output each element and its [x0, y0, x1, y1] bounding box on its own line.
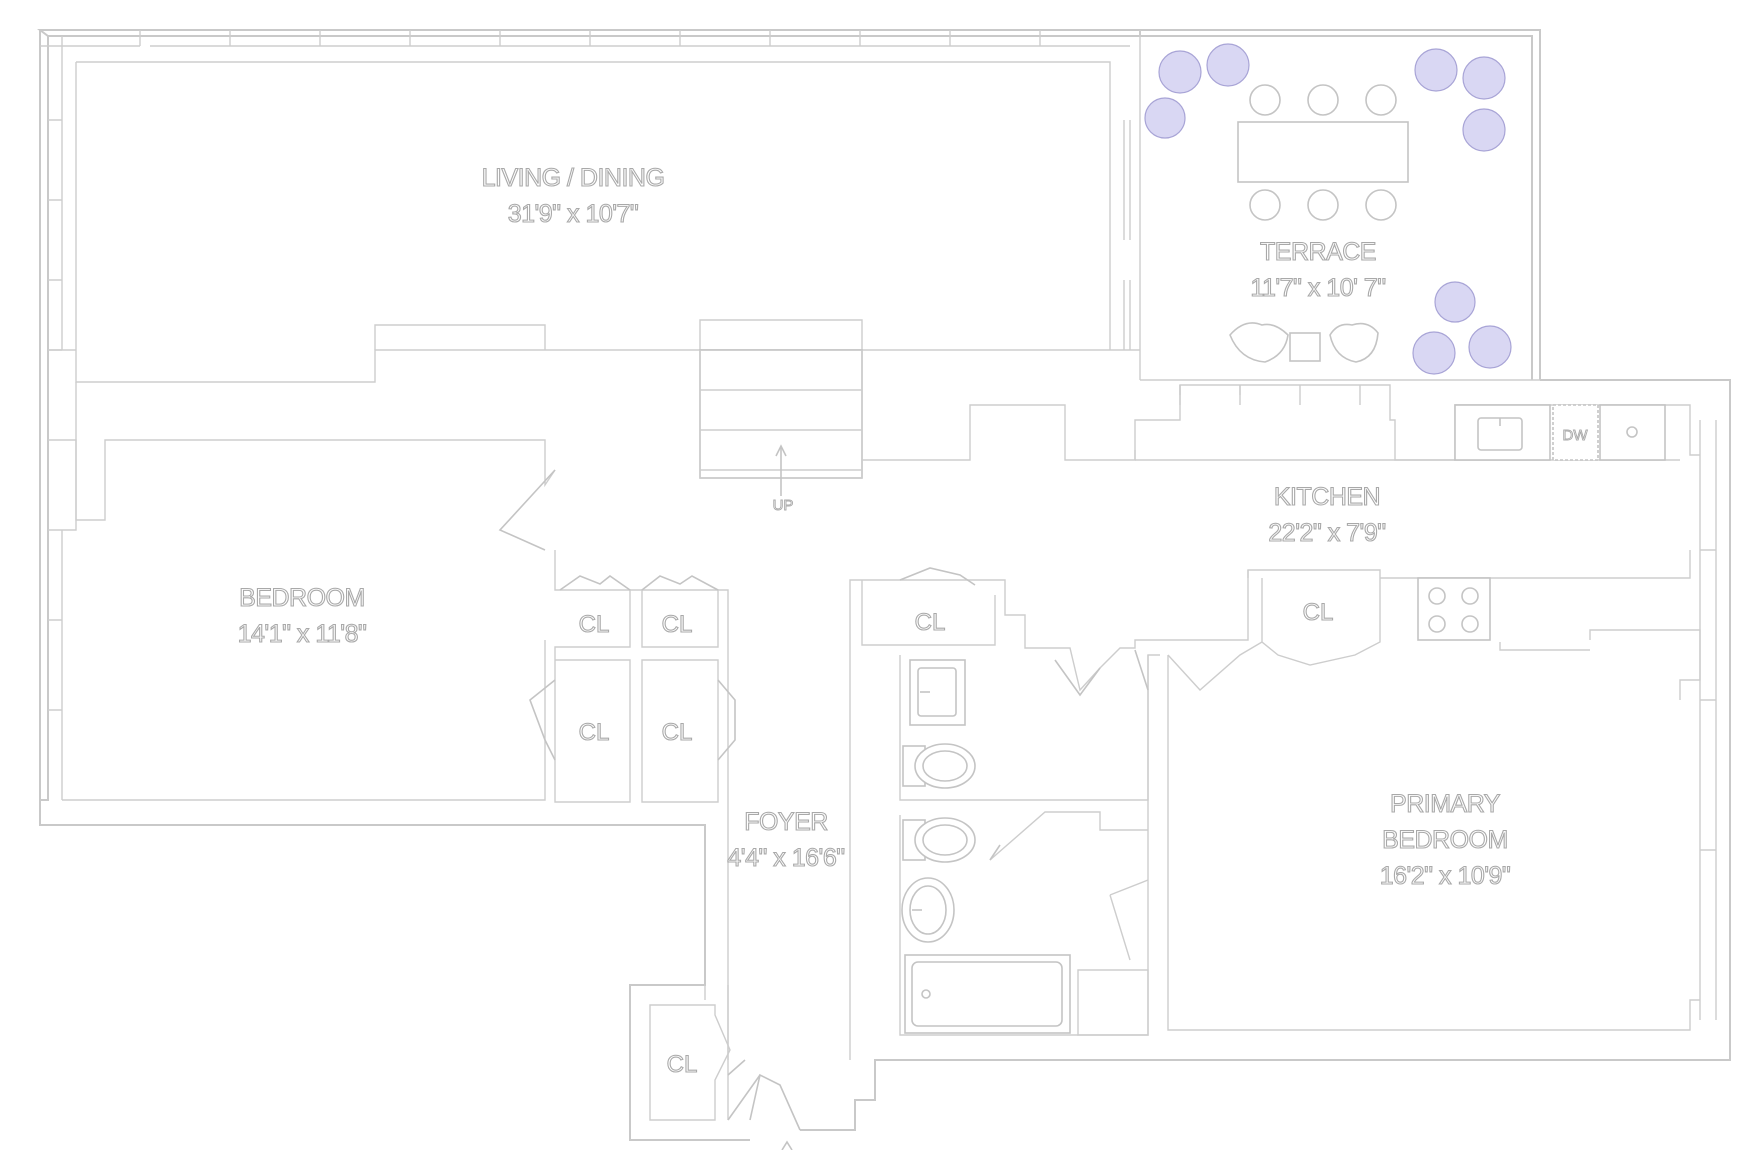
primary-bedroom-dims: 16'2" x 10'9"	[1380, 862, 1511, 890]
bedroom-name: BEDROOM	[239, 584, 365, 612]
staircase: UP	[699, 349, 863, 514]
appliance-icon	[1626, 426, 1638, 438]
sink-icon	[901, 877, 955, 943]
kitchen-dims: 22'2" x 7'9"	[1268, 519, 1385, 547]
foyer-closet-label: CL	[667, 1051, 698, 1078]
entry-marker-icon	[781, 1140, 793, 1150]
closet-bank: CL CL CL CL	[529, 550, 736, 1060]
bedroom: BEDROOM 14'1" x 11'8"	[48, 349, 556, 801]
exterior-walls	[37, 29, 1731, 1141]
terrace-name: TERRACE	[1260, 238, 1376, 266]
bathrooms: CL	[849, 567, 1249, 1060]
side-table	[1289, 332, 1321, 362]
living-room-dims: 31'9" x 10'7"	[508, 200, 639, 228]
bathtub-icon	[904, 954, 1071, 1034]
primary-bedroom: PRIMARY BEDROOM 16'2" x 10'9"	[1167, 629, 1701, 1031]
closet-3-label: CL	[579, 719, 610, 746]
foyer: CL FOYER 4'4" x 16'6"	[649, 807, 846, 1131]
toilet-icon	[902, 817, 976, 863]
sink-icon	[1454, 404, 1551, 461]
stair-label: UP	[773, 497, 794, 514]
dishwasher: DW	[1552, 404, 1599, 461]
stair-arrow-icon	[775, 444, 787, 496]
kitchen-name: KITCHEN	[1274, 483, 1380, 511]
chair-icon	[1249, 84, 1397, 221]
primary-bedroom-name-line1: PRIMARY	[1390, 790, 1501, 818]
closet-2-label: CL	[662, 611, 693, 638]
hall-closet-label: CL	[915, 609, 946, 636]
kitchen: DW CL KITCHEN 22'2" x 7'9"	[861, 379, 1700, 666]
closet-4-label: CL	[662, 719, 693, 746]
lounge-chair-left	[1229, 322, 1289, 363]
terrace: TERRACE 11'7" x 10' 7"	[1144, 43, 1512, 395]
plant-icon	[1144, 43, 1512, 375]
living-dining-room: LIVING / DINING 31'9" x 10'7"	[374, 163, 1140, 351]
lounge-chair-right	[1329, 322, 1379, 363]
terrace-dims: 11'7" x 10' 7"	[1250, 274, 1385, 302]
living-room-name: LIVING / DINING	[482, 164, 665, 192]
foyer-dims: 4'4" x 16'6"	[727, 844, 844, 872]
range-burner-icon	[1417, 577, 1491, 641]
table-icon	[1237, 121, 1409, 183]
toilet-icon	[902, 743, 976, 789]
kitchen-closet-label: CL	[1303, 599, 1334, 626]
bedroom-dims: 14'1" x 11'8"	[238, 620, 367, 648]
sink-icon	[909, 659, 966, 726]
foyer-name: FOYER	[744, 808, 828, 836]
dishwasher-label: DW	[1563, 427, 1589, 444]
primary-bedroom-name-line2: BEDROOM	[1382, 826, 1508, 854]
closet-1-label: CL	[579, 611, 610, 638]
